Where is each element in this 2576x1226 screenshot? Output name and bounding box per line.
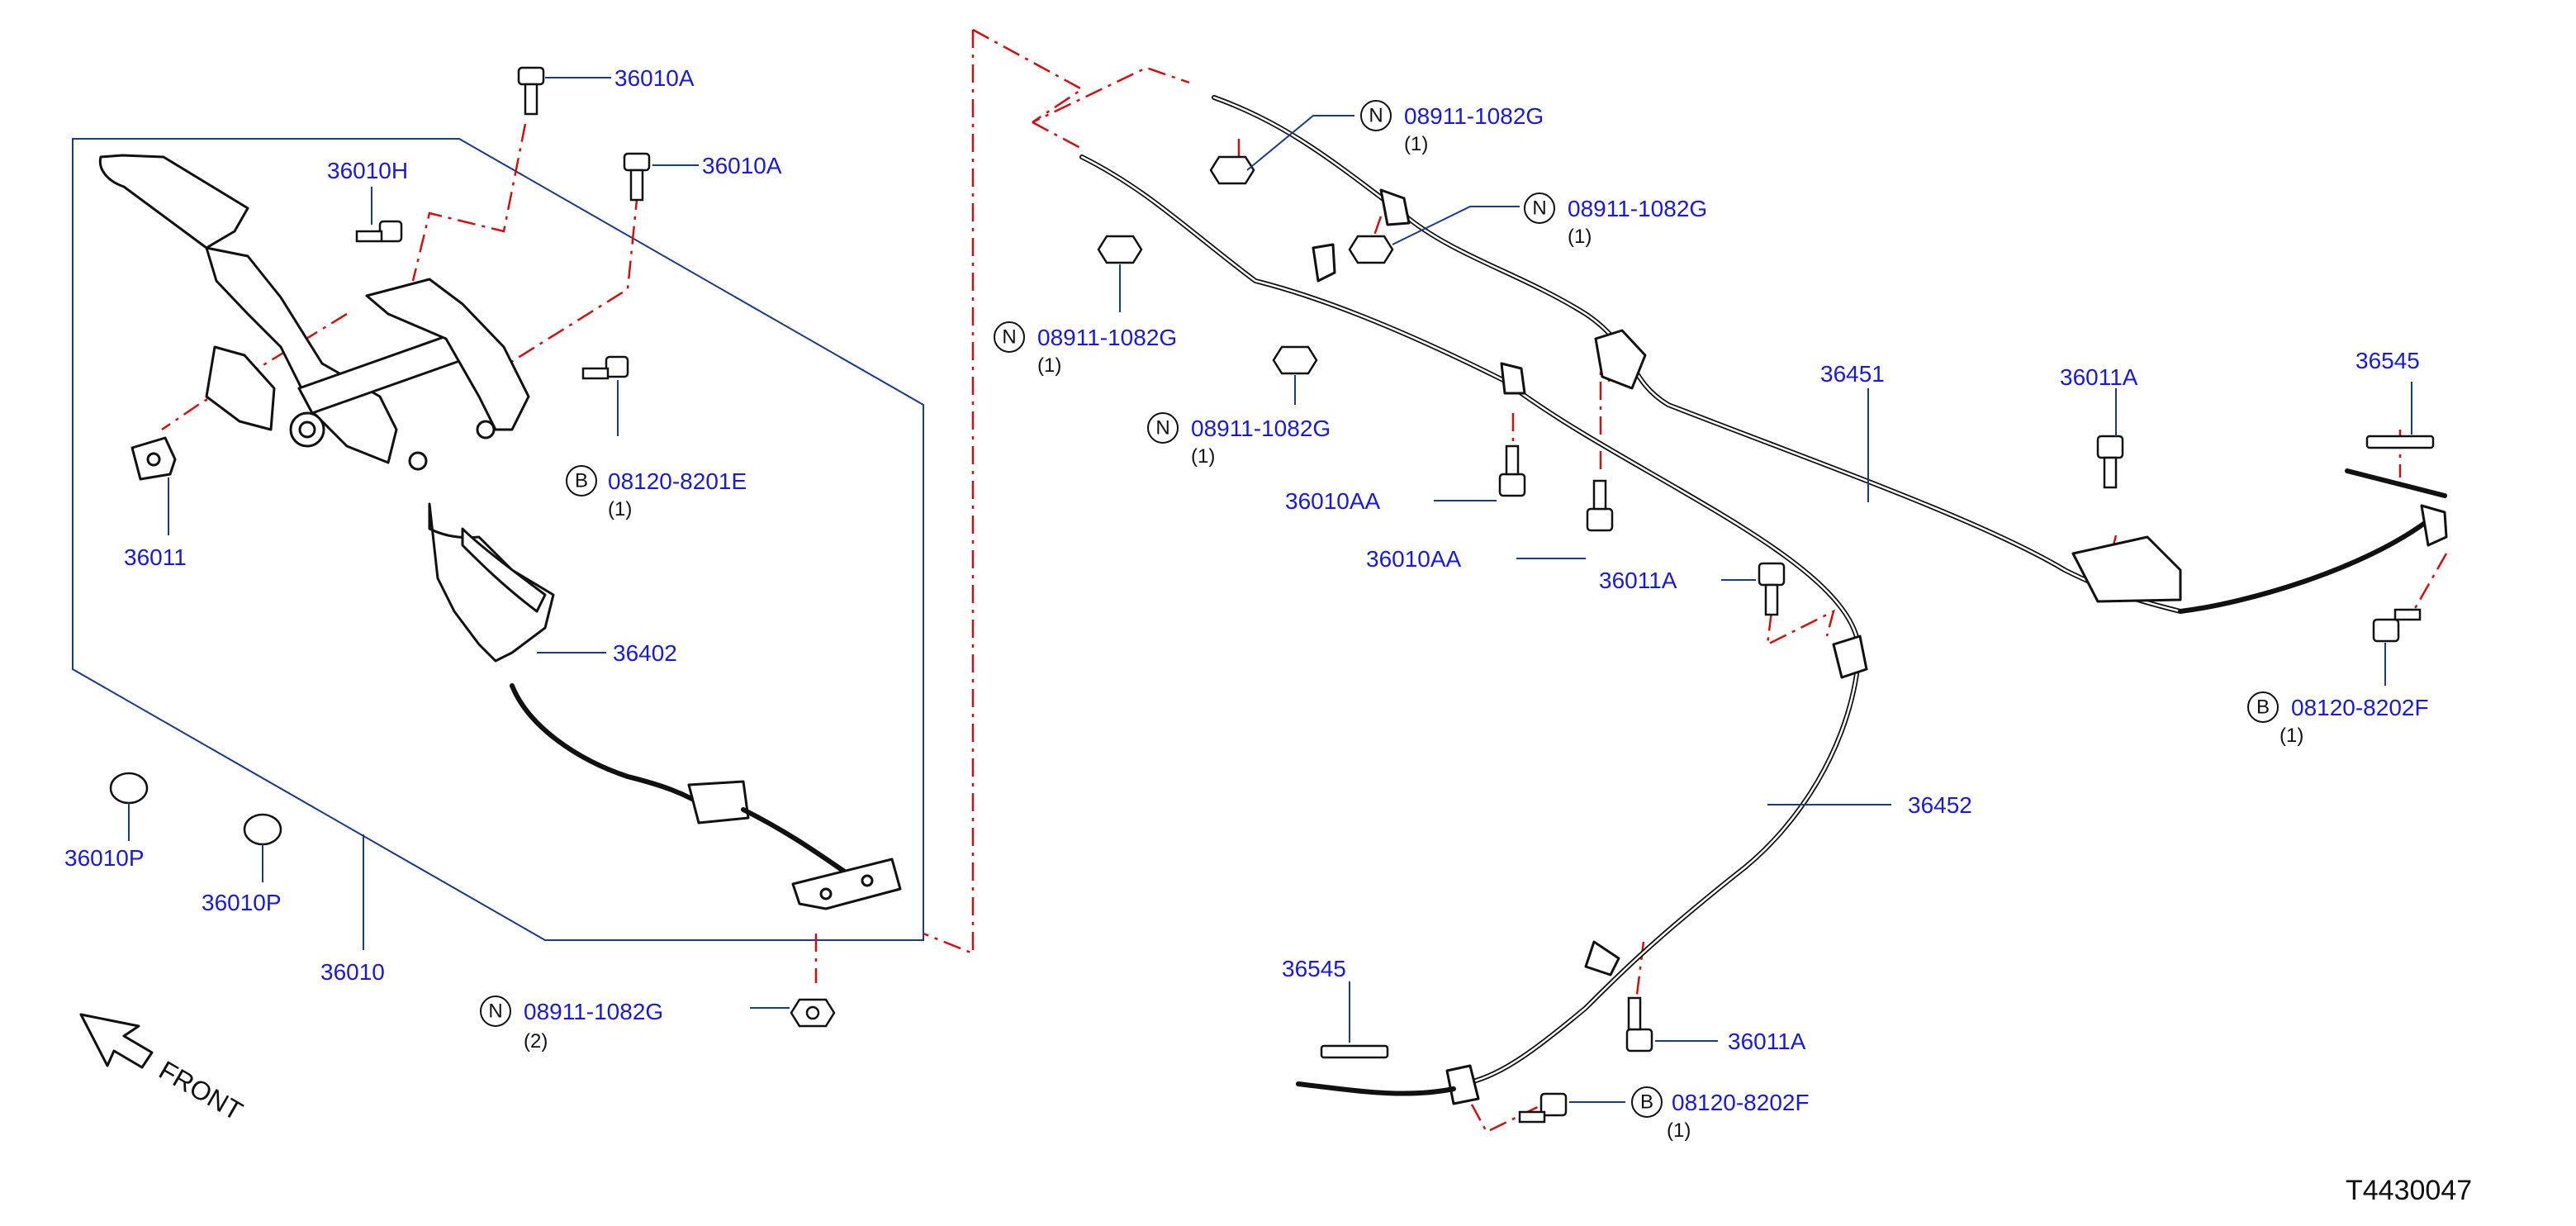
handbrake-lever-assembly [98,154,530,481]
label-36011A-1: 36011A [2060,364,2138,390]
qty-08911-a: (2) [524,1030,548,1053]
label-36010H: 36010H [327,158,408,183]
label-08911-a: 08911-1082G [524,999,663,1024]
label-08911-b: 08911-1082G [1404,103,1544,129]
label-08120-8202F-1: 08120-8202F [2291,695,2429,720]
qty-08911-e: (1) [1191,445,1215,468]
badge-08911-e: N [1155,417,1169,440]
rear-cable-36451 [1212,95,2448,614]
label-36011A-3: 36011A [1728,1029,1806,1054]
label-08120-8202F-2: 08120-8202F [1672,1090,1810,1115]
label-36010AA-1: 36010AA [1285,488,1381,514]
label-36545-2: 36545 [1282,956,1346,981]
label-36451: 36451 [1820,361,1885,387]
front-label: FRONT [154,1055,248,1126]
label-36545-1: 36545 [2355,348,2420,373]
label-36010P-1: 36010P [64,845,145,871]
badges: B N N N N N B B [480,100,2279,1118]
badge-08911-a: N [488,1000,502,1023]
badge-08911-b: N [1369,105,1383,127]
label-36010A-1: 36010A [614,65,695,91]
label-36010AA-2: 36010AA [1366,546,1462,572]
part-labels: 36010A 36010A 36010H 36011 08120-8201E (… [64,65,2429,1142]
qty-08120-8202F-1: (1) [2279,725,2303,747]
label-36011A-2: 36011A [1599,568,1677,593]
label-36010: 36010 [320,959,385,985]
qty-08120-8202F-2: (1) [1667,1119,1691,1142]
label-08120-8201E: 08120-8201E [608,468,747,494]
label-36402: 36402 [613,640,677,666]
label-36452: 36452 [1908,792,1972,818]
diagram-reference-code: T4430047 [2346,1175,2472,1206]
fasteners [109,66,2435,1124]
leader-lines [128,77,2412,1103]
badge-08120-8202F-1: B [2256,696,2270,719]
front-direction-arrow: FRONT [79,1013,248,1126]
label-36010A-2: 36010A [702,153,782,178]
qty-08911-b: (1) [1404,133,1428,155]
label-36010P-2: 36010P [202,890,282,915]
badge-08120-8201E: B [575,470,588,492]
label-08911-c: 08911-1082G [1568,196,1707,221]
assembly-boundary-outline [72,138,924,941]
label-36011: 36011 [124,544,187,570]
badge-08120-8202F-2: B [1640,1091,1653,1114]
qty-08911-c: (1) [1568,226,1592,248]
label-08911-d: 08911-1082G [1037,325,1177,350]
front-cable-boot [428,502,902,910]
qty-08120-8201E: (1) [608,498,632,520]
label-08911-e: 08911-1082G [1191,416,1331,441]
badge-08911-c: N [1532,197,1546,220]
badge-08911-d: N [1002,326,1016,349]
rear-cable-36452 [1079,154,1868,1105]
qty-08911-d: (1) [1037,354,1061,377]
